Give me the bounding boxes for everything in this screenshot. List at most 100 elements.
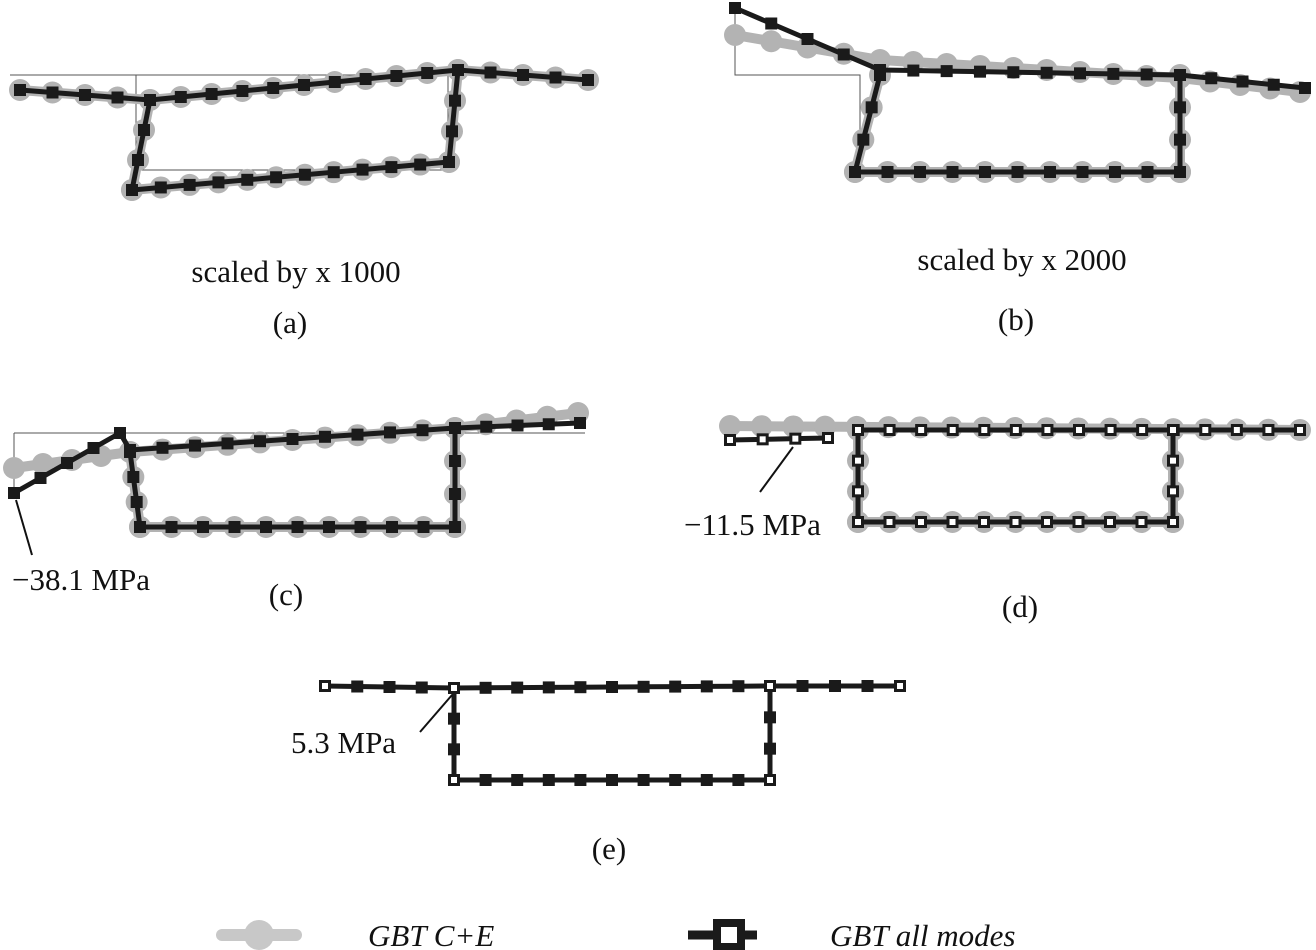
panel-d-gbt-all-flange-node-hole xyxy=(727,437,733,443)
panel-b-gbt-all-bottom-node xyxy=(1109,166,1121,178)
panel-e-gbt-all-bottom-node xyxy=(700,774,713,786)
panel-d-gbt-all-bottom-node-hole xyxy=(855,519,861,525)
panel-b-gbt-all-bottom-node xyxy=(914,166,926,178)
panel-e-node-hole xyxy=(767,777,773,783)
panel-a-caption: (a) xyxy=(273,305,307,340)
panel-c-gbt-all-bottom-node xyxy=(134,521,146,533)
panel-c-gbt-all-bottom-node xyxy=(291,521,304,533)
panel-e-node-hole xyxy=(767,683,773,689)
panel-e-node-hole xyxy=(451,777,457,783)
panel-a-gbt-all-right-web xyxy=(446,69,461,163)
panel-d-gbt-all-top-node-hole xyxy=(1076,427,1082,433)
panel-a-gbt-all-bottom-node xyxy=(298,168,311,181)
panel-b-gbt-all-top-node xyxy=(1040,66,1053,79)
panel-c-stress-label: −38.1 MPa xyxy=(12,562,150,597)
panel-e-gbt-all-top-node xyxy=(669,680,682,693)
panel-d-gbt-all-left-web-node-hole xyxy=(855,457,861,464)
panel-c-gbt-all-bottom-node xyxy=(197,521,209,533)
legend-gbt-ce-swatch xyxy=(216,920,302,950)
panel-d-gbt-all-right-web-node-hole xyxy=(1170,488,1176,495)
panel-e-node-hole xyxy=(897,683,903,689)
panel-c-gbt-all-top-node xyxy=(319,430,331,443)
panel-b-gbt-all-left-web-node xyxy=(857,133,870,146)
panel-a-gbt-all-left-web xyxy=(129,99,153,191)
panel-a-gbt-all-top-node xyxy=(267,82,280,94)
panel-c-gbt-all-right-web-node xyxy=(449,488,461,500)
panel-a-gbt-all-top-node xyxy=(111,91,124,104)
panel-d-gbt-all-flange-node-hole xyxy=(759,436,766,443)
panel-c-gbt-all-top-node xyxy=(480,420,493,433)
panel-c-gbt-all-bottom-node xyxy=(386,521,398,533)
panel-d-stress-label: −11.5 MPa xyxy=(684,507,821,542)
panel-b-gbt-all-top-node xyxy=(907,64,920,77)
panel-a-gbt-all-bottom-node xyxy=(327,166,340,179)
panel-e-gbt-all-right-web-node xyxy=(764,742,776,755)
panel-c-gbt-all-top-node xyxy=(254,435,266,448)
panel-b-gbt-all-right-web-node xyxy=(1174,101,1186,114)
panel-b-gbt-all-top-node xyxy=(765,17,778,30)
panel-b-gbt-all-top-node xyxy=(801,33,814,45)
panel-e-gbt-all-bottom-node xyxy=(669,774,682,786)
panel-b-gbt-all-left-web-node xyxy=(874,69,886,81)
panel-e-gbt-all-left-web-node xyxy=(448,743,460,756)
panel-d-gbt-all-top-node-hole xyxy=(1139,427,1146,433)
panel-a-gbt-all-bottom xyxy=(131,159,450,193)
panel-b-gbt-all-bottom-node xyxy=(979,166,991,178)
panel-a-scale-label: scaled by x 1000 xyxy=(191,254,400,289)
panel-c-gbt-all-left-web-node xyxy=(124,446,136,458)
panel-b-gbt-all-left-web xyxy=(852,74,883,173)
panel-c-gbt-all-left-web-node xyxy=(127,471,140,483)
panel-c-gbt-all-top-node xyxy=(574,417,586,429)
legend-gbt-all-swatch xyxy=(688,919,757,950)
panel-e-gbt-all-top-node xyxy=(637,680,650,693)
panel-c-gbt-all-top-node xyxy=(221,437,234,450)
panel-d-gbt-all-right-web-node-hole xyxy=(1170,427,1176,433)
panel-d-gbt-all-bottom-node-hole xyxy=(1138,519,1145,525)
panel-e-gbt-all-top-node xyxy=(479,681,492,694)
panel-d-gbt-all-bottom-node-hole xyxy=(949,519,956,525)
panel-a-gbt-all-bottom-node xyxy=(126,184,138,196)
panel-c-gbt-all-top-node xyxy=(189,439,201,452)
panel-d-gbt-all-top-node-hole xyxy=(918,427,925,433)
panel-e-gbt-all-bottom-node xyxy=(542,774,555,786)
panel-a-gbt-all-top-node xyxy=(549,71,562,84)
panel-b-scale-label: scaled by x 2000 xyxy=(917,242,1126,277)
panel-c-gbt-all-top-node xyxy=(87,442,100,454)
panel-a-gbt-all-top-node xyxy=(484,66,497,79)
panel-d-gbt-all-bottom-node-hole xyxy=(1075,519,1082,525)
panel-e-gbt-all-bottom-node xyxy=(574,774,587,786)
panel-d-gbt-all-top-node-hole xyxy=(1297,427,1303,433)
panel-e-gbt-all-top-node xyxy=(732,680,745,693)
panel-d-gbt-all-top-node-hole xyxy=(949,427,956,433)
panel-a-gbt-all-right-web-node xyxy=(443,156,455,168)
panel-d-gbt-ce-top-node xyxy=(750,415,773,438)
panel-b-gbt-all-bottom-node xyxy=(1076,166,1089,178)
panel-c-gbt-all-top-node xyxy=(61,457,73,469)
panel-a-gbt-all-top-node xyxy=(390,70,403,82)
panel-d-gbt-all-left-web-node-hole xyxy=(855,427,861,433)
panel-e-gbt-all-top-node xyxy=(383,681,396,693)
panel-b-gbt-ce-top-node xyxy=(760,30,783,53)
panel-e-gbt-all-top-node xyxy=(700,680,713,693)
panel-d-gbt-all-top-node-hole xyxy=(1044,427,1051,433)
panel-d-gbt-all-bottom-node-hole xyxy=(918,519,924,525)
panel-e-annotation-leader xyxy=(419,694,453,733)
panel-d-gbt-all-bottom-node-hole xyxy=(886,519,893,525)
panel-a-gbt-all-top-node xyxy=(298,79,310,91)
panel-c-gbt-all-left-web-node xyxy=(130,496,143,508)
panel-a-gbt-all-bottom-node xyxy=(183,178,196,191)
legend-gbt-ce-label: GBT C+E xyxy=(368,918,494,950)
panel-e-caption: (e) xyxy=(592,831,626,866)
panel-e-gbt-all-top-node xyxy=(861,680,874,692)
panel-b-gbt-all-top-node xyxy=(729,2,741,14)
panel-e-gbt-all-bottom-node xyxy=(637,774,650,786)
panel-d-gbt-ce-top-node xyxy=(782,415,805,438)
panel-a-gbt-all-top-node xyxy=(359,73,372,85)
panel-b-gbt-all-bottom-node xyxy=(1141,166,1154,178)
panel-d-gbt-all-top-node-hole xyxy=(1012,427,1019,433)
panel-c-caption: (c) xyxy=(269,577,303,612)
panel-d-gbt-all-flange-node-hole xyxy=(825,435,831,441)
panel-d-gbt-all-right-web-node-hole xyxy=(1170,519,1176,525)
panel-c-gbt-all-left-web xyxy=(127,451,143,528)
panel-a-gbt-all-right-web-node xyxy=(446,125,458,138)
